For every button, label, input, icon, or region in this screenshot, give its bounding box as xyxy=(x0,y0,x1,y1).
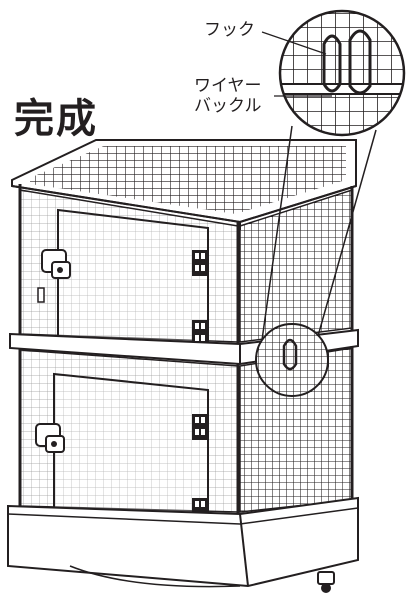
wire-buckle-label-line2: バックル xyxy=(194,96,262,116)
top-panel xyxy=(11,139,357,230)
base-tray xyxy=(7,496,359,593)
leader-line-left xyxy=(261,125,293,341)
upper-door-latch xyxy=(37,249,71,303)
lower-hinge-top xyxy=(192,414,208,440)
hook-label: フック xyxy=(204,20,255,40)
page-title: 完成 xyxy=(14,96,98,142)
caster-wheel xyxy=(317,571,335,593)
upper-hinge-bottom xyxy=(192,320,208,346)
lower-door-latch xyxy=(35,423,65,453)
wire-buckle-label-line1: ワイヤー xyxy=(194,76,262,96)
hook-pointer-line xyxy=(261,31,327,55)
upper-tier xyxy=(18,184,354,350)
leader-line-right xyxy=(317,129,377,337)
lower-tier xyxy=(18,346,354,524)
upper-hinge-top xyxy=(192,250,208,276)
detail-circle-magnified xyxy=(278,9,406,137)
detail-circle-small xyxy=(255,323,329,397)
